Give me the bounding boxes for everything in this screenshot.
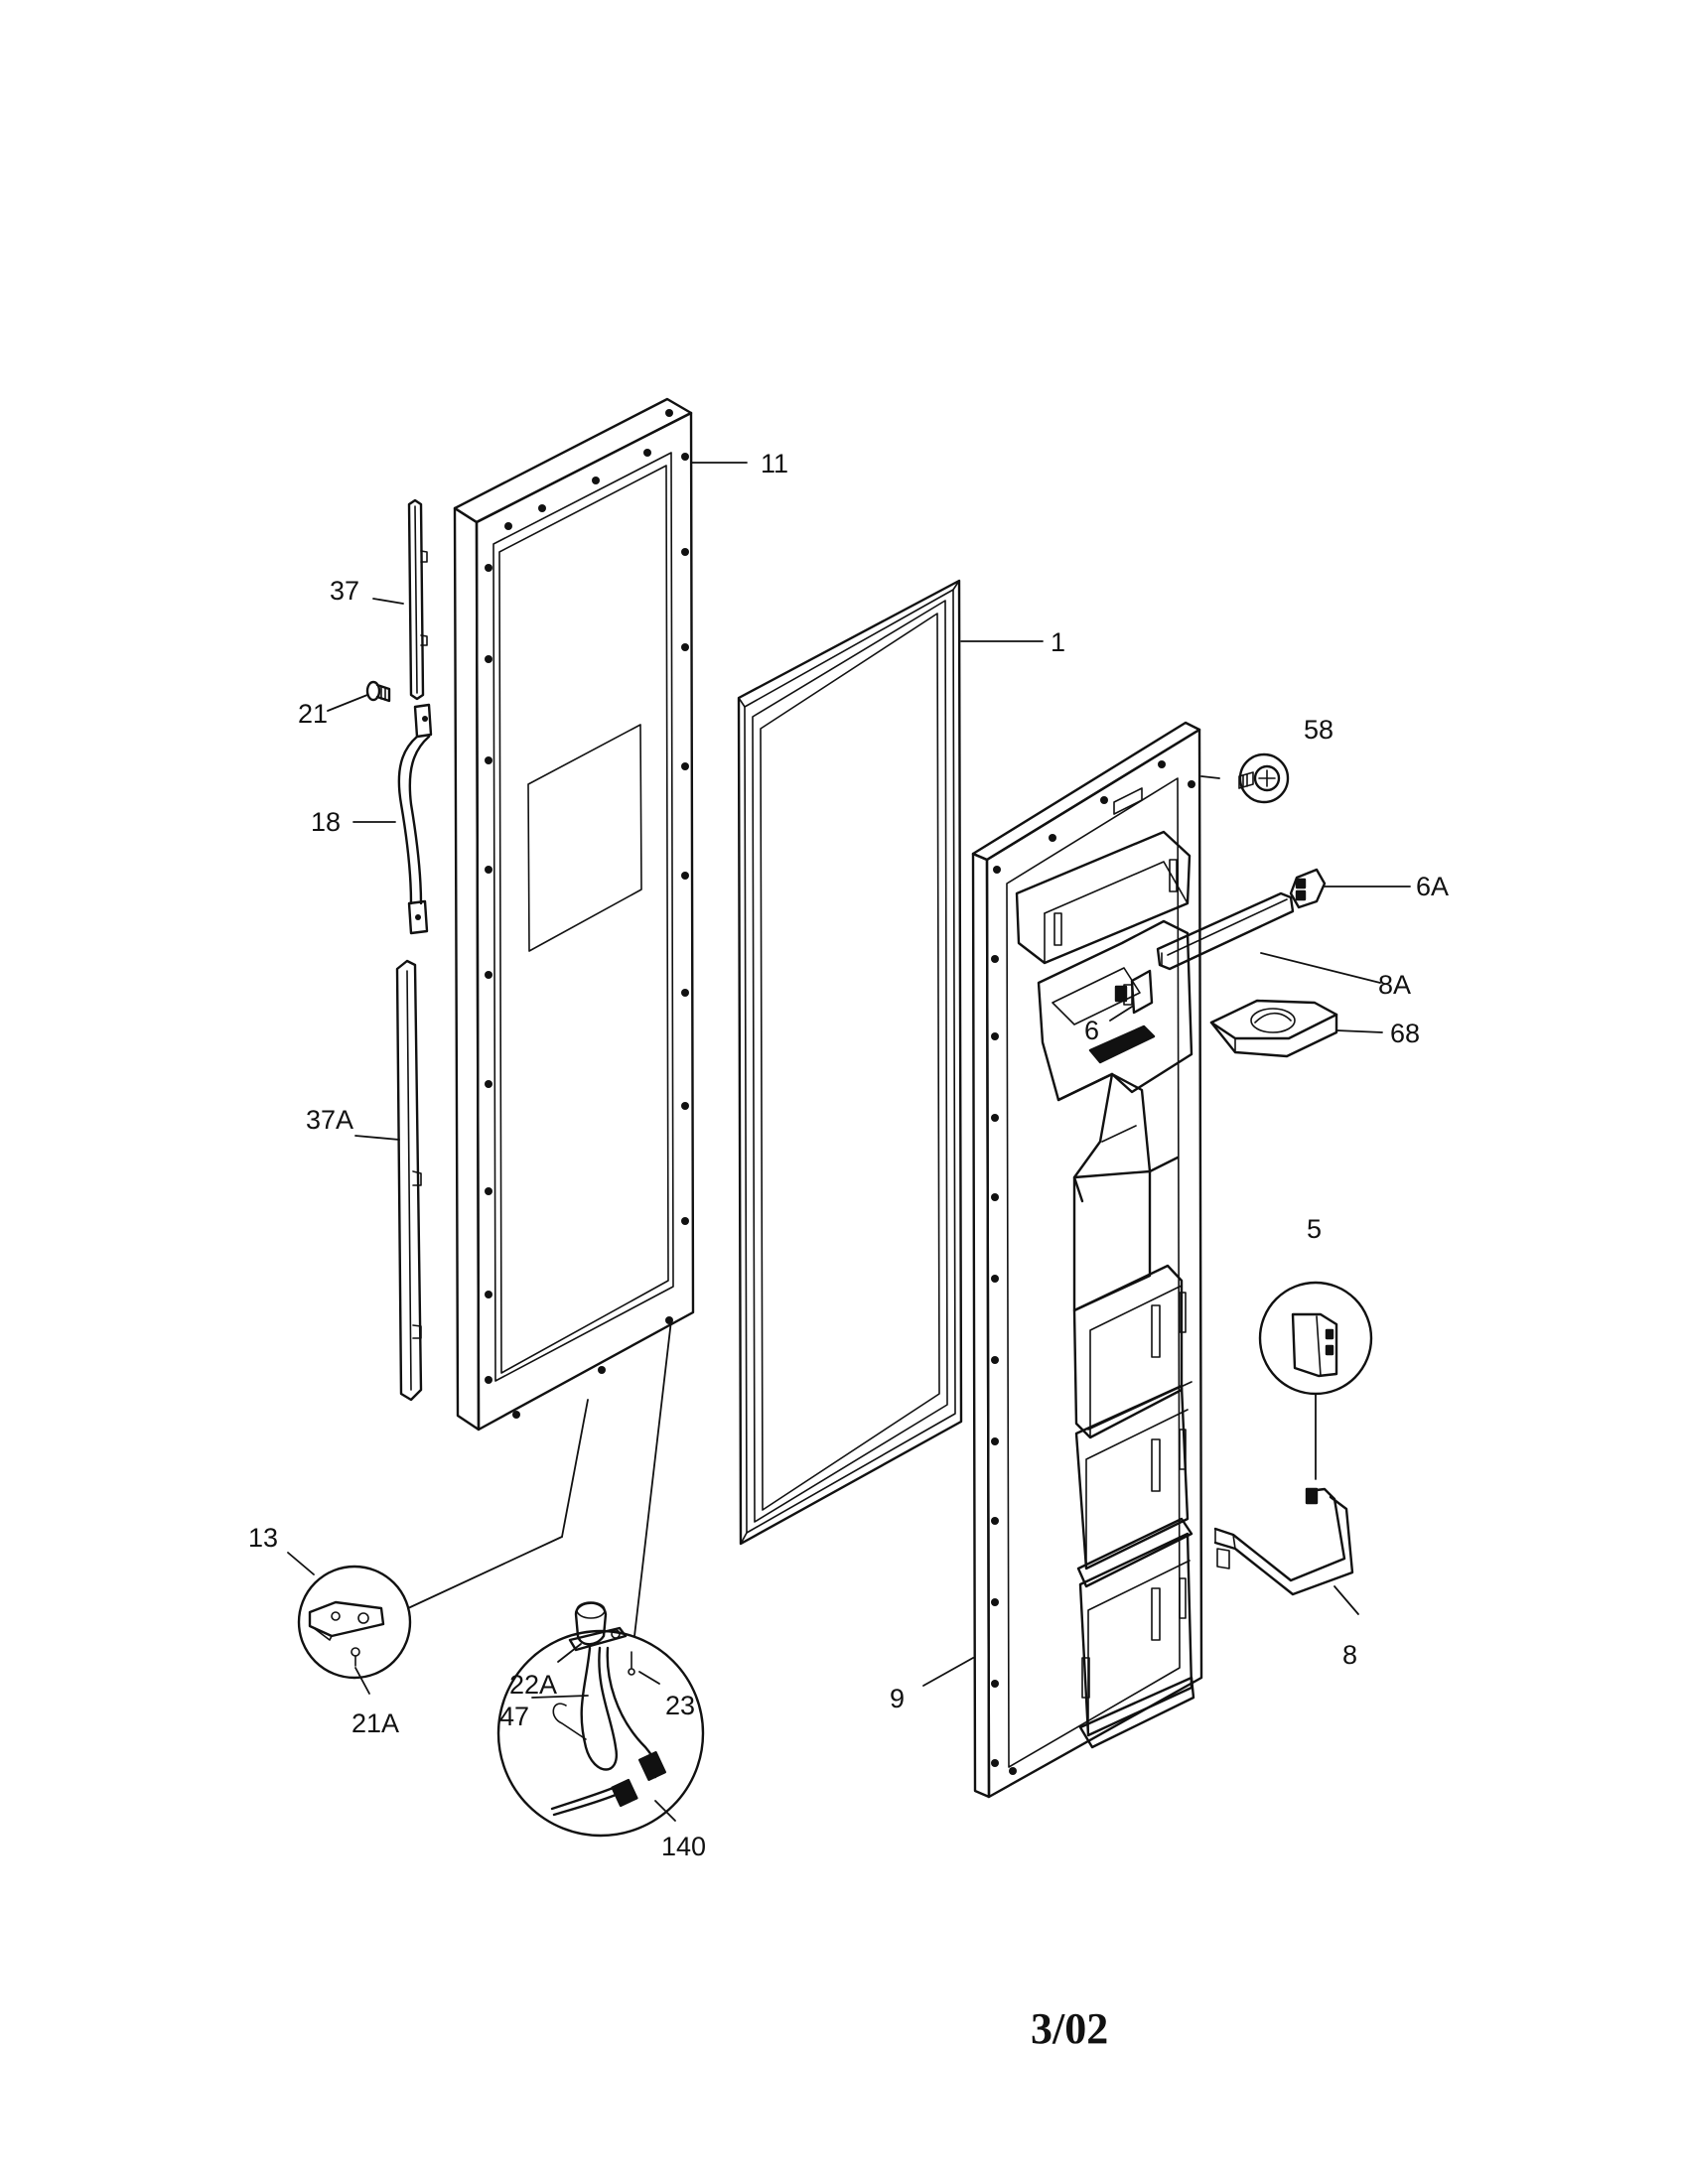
clip-6A xyxy=(1289,868,1327,909)
trim-strip-37 xyxy=(407,498,428,701)
callout-5: 5 xyxy=(1307,1214,1322,1244)
leader-lines xyxy=(287,462,1411,1822)
liner-bin-middle xyxy=(1072,1264,1193,1439)
clip-6 xyxy=(1114,969,1154,1015)
liner-dispenser-housing xyxy=(1037,919,1193,1312)
liner-bin-lower xyxy=(1074,1384,1193,1588)
callout-8: 8 xyxy=(1342,1640,1357,1670)
switch-tray-68 xyxy=(1209,999,1338,1058)
rail-8A xyxy=(1156,891,1295,971)
callout-21A: 21A xyxy=(351,1708,399,1738)
callout-13: 13 xyxy=(248,1523,278,1553)
liner-top-shelf xyxy=(1015,830,1192,965)
detail-circle-part-13 xyxy=(297,1399,589,1680)
callout-8A: 8A xyxy=(1378,970,1411,1000)
detail-circle-part-5 xyxy=(1258,1281,1373,1480)
callout-11: 11 xyxy=(761,449,788,478)
callout-1: 1 xyxy=(1051,627,1065,657)
callout-labels: 11 1 37 21 18 37A 58 6A 8A 6 68 5 13 21A… xyxy=(248,449,1449,1861)
door-outer-panel-11 xyxy=(453,397,695,1432)
callout-6: 6 xyxy=(1084,1016,1099,1045)
callout-6A: 6A xyxy=(1416,872,1449,901)
callout-37: 37 xyxy=(330,576,359,606)
callout-140: 140 xyxy=(661,1832,706,1861)
callout-47: 47 xyxy=(499,1702,529,1731)
liner-bin-bottom xyxy=(1078,1532,1195,1749)
callout-58: 58 xyxy=(1304,715,1333,745)
bracket-8 xyxy=(1213,1487,1354,1596)
screw-58 xyxy=(1238,752,1290,804)
handle-link-18 xyxy=(397,703,433,935)
callout-18: 18 xyxy=(311,807,341,837)
trim-strip-37A xyxy=(395,959,423,1402)
callout-21: 21 xyxy=(298,699,328,729)
screw-21 xyxy=(365,680,391,703)
panel-11-screw-holes xyxy=(485,409,689,1419)
callout-22A: 22A xyxy=(509,1670,557,1700)
callout-9: 9 xyxy=(890,1684,905,1713)
liner-9-screw-holes xyxy=(991,760,1195,1775)
revision-date: 3/02 xyxy=(1031,2004,1108,2053)
callout-37A: 37A xyxy=(306,1105,353,1135)
detail-circle-wire-harness xyxy=(496,1319,705,1838)
door-gasket-1 xyxy=(737,579,963,1546)
callout-23: 23 xyxy=(665,1691,695,1720)
inner-door-liner-9 xyxy=(971,721,1203,1799)
callout-68: 68 xyxy=(1390,1019,1420,1048)
